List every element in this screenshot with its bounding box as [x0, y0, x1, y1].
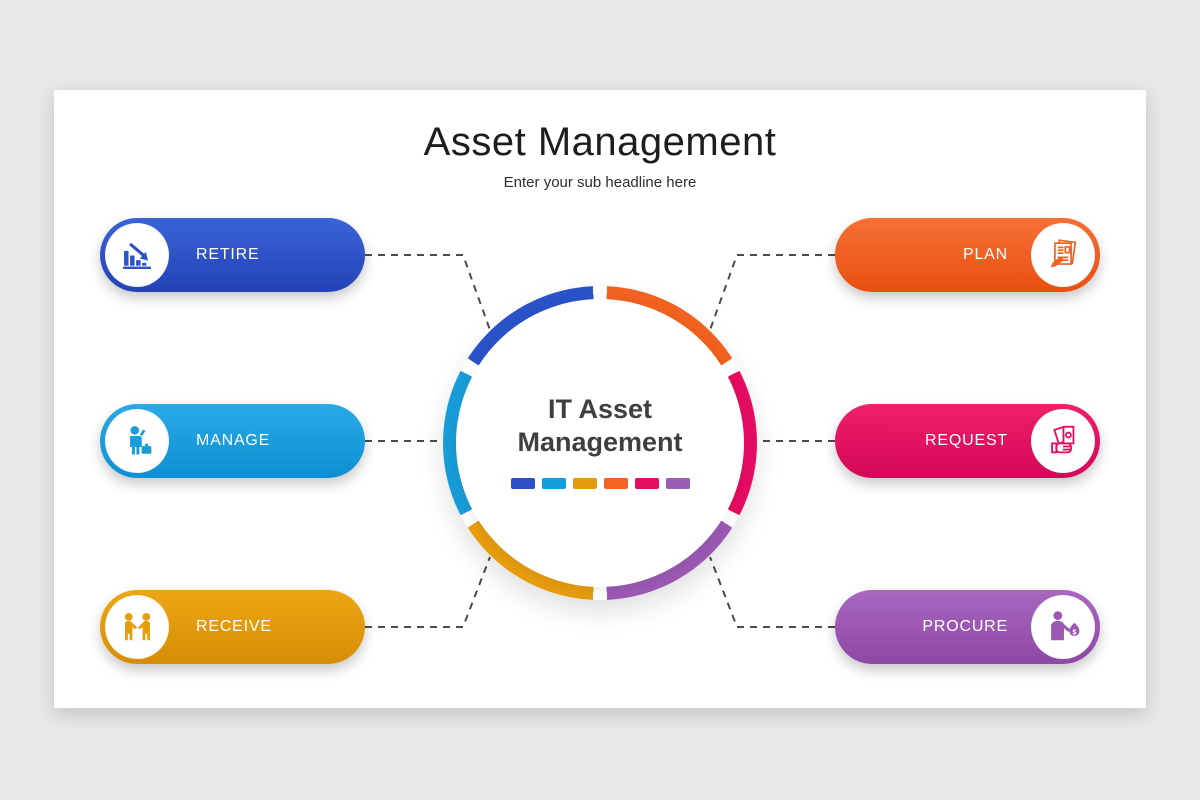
node-plan[interactable]: PLAN: [835, 218, 1100, 292]
hub-circle: IT Asset Management: [443, 286, 757, 600]
dollar-glyph: $: [1072, 628, 1076, 636]
hub-title-line1: IT Asset: [547, 394, 653, 425]
swatch-lightblue: [541, 477, 566, 489]
document-pencil-icon: [1031, 223, 1095, 287]
connector-plan: [709, 254, 835, 331]
connector-retire: [365, 254, 491, 331]
swatch-orange: [603, 477, 628, 489]
node-label-plan: PLAN: [963, 246, 1008, 263]
node-request[interactable]: REQUEST: [835, 404, 1100, 478]
hub-content: IT Asset Management: [456, 299, 744, 587]
node-label-request: REQUEST: [925, 432, 1008, 449]
hub-title-line2: Management: [517, 426, 683, 457]
swatch-purple: [665, 477, 690, 489]
businessman-phone-icon: [105, 409, 169, 473]
hub-title: IT Asset Management: [517, 393, 682, 458]
node-label-procure: PROCURE: [922, 618, 1008, 635]
person-money-bag-icon: $: [1031, 595, 1095, 659]
connector-lines: [365, 254, 835, 628]
page-title: Asset Management: [423, 120, 777, 164]
swatch-amber: [572, 477, 597, 489]
handshake-icon: [105, 595, 169, 659]
slide: Asset Management Enter your sub headline…: [54, 90, 1146, 708]
node-retire[interactable]: RETIRE: [100, 218, 365, 292]
connector-receive: [365, 556, 491, 628]
node-manage[interactable]: MANAGE: [100, 404, 365, 478]
declining-chart-icon: [105, 223, 169, 287]
connector-procure: [709, 556, 835, 628]
node-receive[interactable]: RECEIVE: [100, 590, 365, 664]
page-subtitle: Enter your sub headline here: [503, 174, 697, 191]
node-label-manage: MANAGE: [196, 432, 271, 449]
color-swatches: [510, 477, 690, 489]
node-label-retire: RETIRE: [196, 246, 260, 263]
node-procure[interactable]: $ PROCURE: [835, 590, 1100, 664]
money-in-hand-icon: [1031, 409, 1095, 473]
node-label-receive: RECEIVE: [196, 618, 272, 635]
swatch-pink: [634, 477, 659, 489]
swatch-blue: [510, 477, 535, 489]
